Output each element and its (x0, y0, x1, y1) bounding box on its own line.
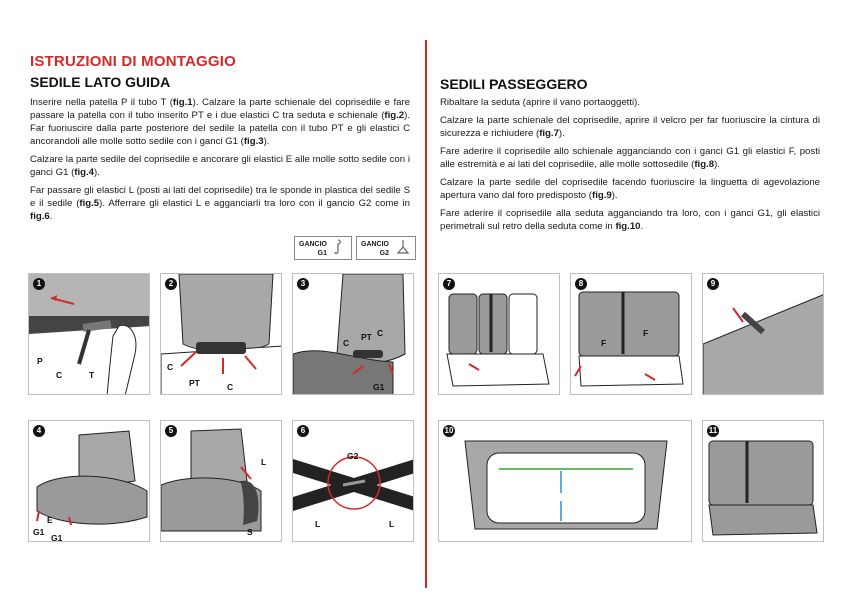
figure-5: 5 L S (160, 420, 282, 542)
figure-reference: fig.8 (694, 159, 715, 170)
label-C: C (343, 338, 350, 348)
text-run: ). Far fuoriuscire dalla parte posterior… (30, 110, 410, 147)
text-run: Inserire nella patella P il tubo T ( (30, 97, 173, 108)
page-title: ISTRUZIONI DI MONTAGGIO (30, 53, 236, 70)
label-C: C (56, 370, 63, 380)
column-divider (425, 40, 427, 588)
left-paragraph-2: Calzare la parte sedile del coprisedile … (30, 153, 410, 179)
label-G1-2: G1 (51, 533, 63, 542)
hook-g2-icon (395, 239, 411, 258)
figure-6: 6 G2 L L (292, 420, 414, 542)
figure-reference: fig.1 (172, 97, 193, 108)
text-run: ). (611, 190, 618, 201)
figure-1: 1 P C T (28, 273, 150, 395)
hook-g1-icon (333, 239, 343, 258)
label-PT: PT (189, 378, 200, 388)
text-run: Fare aderire il coprisedile allo schiena… (440, 146, 820, 170)
figure-reference: fig.3 (243, 136, 264, 147)
label-E: E (47, 515, 53, 525)
legend-g2-line1: GANCIO (361, 240, 389, 248)
label-C: C (167, 362, 174, 372)
right-paragraph-3: Fare aderire il coprisedile allo schiena… (440, 145, 820, 171)
figure-reference: fig.4 (74, 167, 94, 178)
text-run: ). (94, 167, 100, 178)
text-run: Far passare gli elastici L (posti ai lat… (30, 185, 410, 209)
left-heading: SEDILE LATO GUIDA (30, 74, 171, 90)
figure-number: 8 (575, 278, 587, 290)
text-run: ). (558, 128, 565, 139)
figure-11: 11 (702, 420, 824, 542)
label-G2: G2 (347, 451, 359, 461)
figure-10: 10 (438, 420, 692, 542)
text-run: Ribaltare la seduta (aprire il vano port… (440, 97, 640, 108)
legend-g1-line2: G1 (317, 249, 327, 257)
figure-number: 10 (443, 425, 455, 437)
figure-reference: fig.10 (615, 221, 641, 232)
figure-number: 9 (707, 278, 719, 290)
text-run: Calzare la parte sedile del coprisedile … (440, 177, 820, 201)
text-run: ). Afferrare gli elastici L e agganciarl… (99, 198, 411, 209)
figure-reference: fig.7 (539, 128, 559, 139)
figure-reference: fig.9 (592, 190, 612, 201)
right-paragraph-4: Calzare la parte sedile del coprisedile … (440, 176, 820, 202)
figure-2: 2 C PT C (160, 273, 282, 395)
text-run: Calzare la parte schienale del coprisedi… (440, 115, 820, 139)
label-G1: G1 (373, 382, 385, 392)
label-L: L (261, 457, 267, 467)
text-run: Fare aderire il coprisedile alla seduta … (440, 208, 820, 232)
text-run: . (640, 221, 644, 232)
figure-4: 4 E G1 G1 (28, 420, 150, 542)
label-L-2: L (389, 519, 395, 529)
label-L: L (315, 519, 321, 529)
figure-reference: fig.5 (79, 198, 100, 209)
figure-number: 1 (33, 278, 45, 290)
figure-reference: fig.2 (384, 110, 405, 121)
figure-8: 8 F F (570, 273, 692, 395)
figure-number: 5 (165, 425, 177, 437)
text-run: ). Calzare la parte schienale del copris… (30, 97, 410, 121)
label-F: F (601, 338, 607, 348)
label-PT: PT (361, 332, 372, 342)
figure-3: 3 C PT C G1 (292, 273, 414, 395)
right-paragraph-1: Ribaltare la seduta (aprire il vano port… (440, 96, 820, 109)
left-paragraph-3: Far passare gli elastici L (posti ai lat… (30, 184, 410, 223)
label-C-2: C (377, 328, 384, 338)
figure-number: 3 (297, 278, 309, 290)
figure-9: 9 (702, 273, 824, 395)
text-run: ). (714, 159, 720, 170)
figure-number: 2 (165, 278, 177, 290)
left-paragraph-1: Inserire nella patella P il tubo T (fig.… (30, 96, 410, 148)
label-T: T (89, 370, 95, 380)
right-paragraph-2: Calzare la parte schienale del coprisedi… (440, 114, 820, 140)
text-run: ). (263, 136, 270, 147)
label-F-2: F (643, 328, 649, 338)
right-instructions: Ribaltare la seduta (aprire il vano port… (440, 96, 820, 238)
legend-g1-line1: GANCIO (299, 240, 327, 248)
label-S: S (247, 527, 253, 537)
figure-number: 6 (297, 425, 309, 437)
text-run: . (49, 211, 53, 222)
figure-number: 11 (707, 425, 719, 437)
label-C-2: C (227, 382, 234, 392)
figure-number: 7 (443, 278, 455, 290)
text-run: Calzare la parte sedile del coprisedile … (30, 154, 410, 178)
right-paragraph-5: Fare aderire il coprisedile alla seduta … (440, 207, 820, 233)
figure-number: 4 (33, 425, 45, 437)
label-P: P (37, 356, 43, 366)
legend-g2-line2: G2 (379, 249, 389, 257)
right-heading: SEDILI PASSEGGERO (440, 76, 588, 92)
left-instructions: Inserire nella patella P il tubo T (fig.… (30, 96, 410, 228)
label-G1: G1 (33, 527, 45, 537)
figure-reference: fig.6 (30, 211, 50, 222)
figure-7: 7 (438, 273, 560, 395)
